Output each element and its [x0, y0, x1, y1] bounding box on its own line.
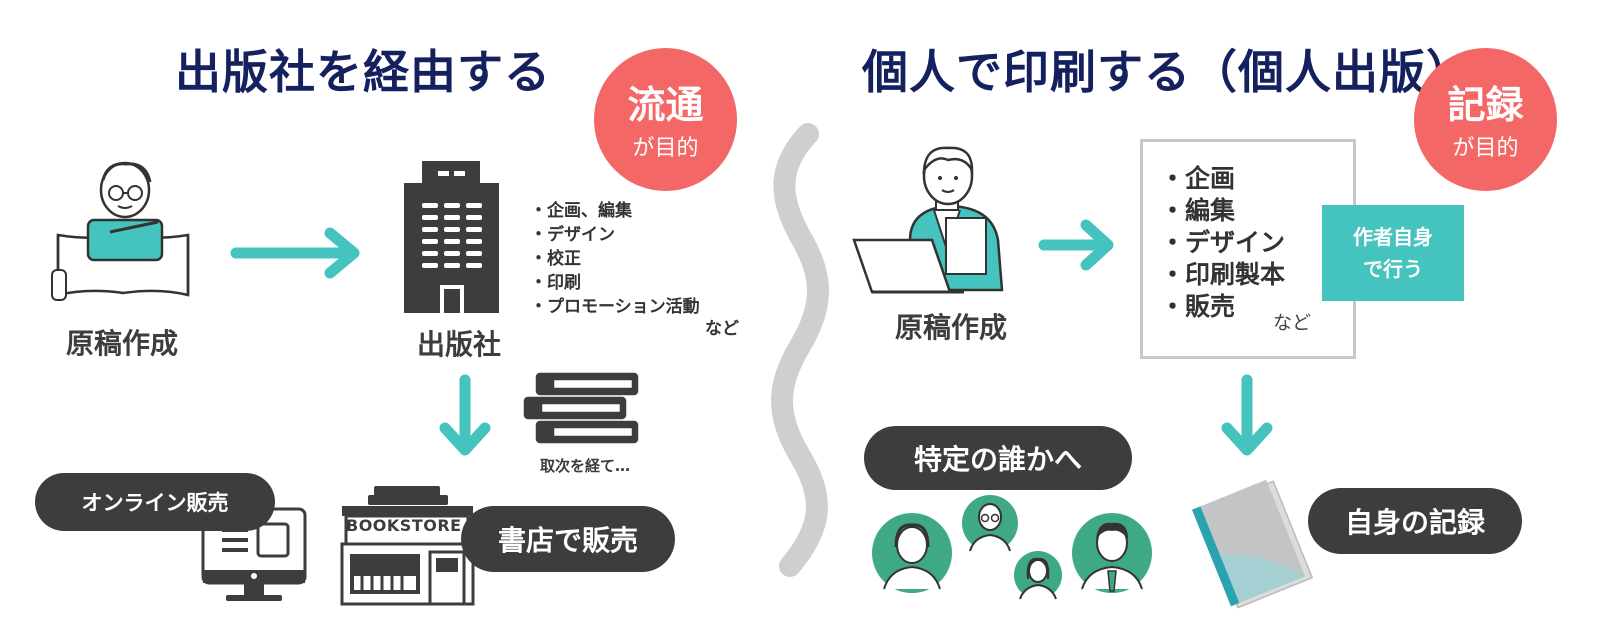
- right-title: 個人で印刷する（個人出版）: [862, 45, 1473, 99]
- author-reading-illustration: [51, 161, 190, 301]
- publisher-building-icon: [404, 161, 499, 313]
- badge-main: 記録: [1447, 83, 1524, 127]
- self-box-line: で行う: [1363, 257, 1423, 281]
- people-group-illustration: [872, 495, 1152, 600]
- distributor-label: 取次を経て…: [540, 457, 631, 475]
- badge-sub: が目的: [1452, 136, 1519, 161]
- tasks-suffix: など: [1273, 312, 1312, 334]
- badge-sub: が目的: [632, 136, 699, 161]
- bookstore-sign: BOOKSTORE: [346, 516, 462, 535]
- bookstore-sales-pill: 書店で販売: [461, 506, 675, 572]
- right-author-label: 原稿作成: [895, 311, 1008, 344]
- publisher-task-list: ・企画、編集 ・デザイン ・校正 ・印刷 ・プロモーション活動: [530, 199, 700, 319]
- self-performed-box: 作者自身 で行う: [1322, 205, 1464, 301]
- record-badge: 記録 が目的: [1414, 48, 1557, 191]
- avatar: [1072, 513, 1152, 593]
- self-task-frame: [1140, 139, 1356, 359]
- task-item: ・編集: [1160, 196, 1236, 225]
- arrow-right-icon: [230, 227, 360, 279]
- task-item: ・販売: [1160, 292, 1236, 321]
- arrow-down-icon: [1221, 374, 1273, 456]
- tasks-suffix: など: [705, 319, 739, 339]
- bookstore-icon: [340, 486, 475, 606]
- left-author-label: 原稿作成: [66, 327, 179, 360]
- arrow-down-icon: [439, 374, 491, 456]
- self-record-pill: 自身の記録: [1308, 488, 1522, 554]
- distribution-badge: 流通 が目的: [594, 48, 737, 191]
- specific-someone-pill: 特定の誰かへ: [864, 426, 1132, 490]
- task-item: ・デザイン: [1160, 228, 1286, 257]
- publisher-label: 出版社: [417, 328, 502, 361]
- online-sales-pill: オンライン販売: [35, 473, 275, 531]
- badge-main: 流通: [627, 83, 704, 127]
- avatar: [1014, 551, 1062, 600]
- self-box-line: 作者自身: [1353, 225, 1433, 249]
- arrow-right-icon: [1038, 219, 1114, 271]
- task-item: ・印刷: [530, 273, 581, 293]
- task-item: ・校正: [530, 249, 581, 269]
- avatar: [872, 513, 952, 593]
- task-item: ・企画: [1160, 164, 1236, 193]
- avatar: [962, 495, 1018, 552]
- task-item: ・企画、編集: [530, 201, 632, 221]
- self-task-list: ・企画 ・編集 ・デザイン ・印刷製本 ・販売: [1160, 163, 1285, 323]
- left-title: 出版社を経由する: [175, 45, 551, 99]
- wavy-divider: [771, 123, 829, 577]
- notebook-icon: [1192, 479, 1314, 609]
- book-stack-icon: [523, 372, 639, 444]
- task-item: ・印刷製本: [1160, 260, 1286, 289]
- task-item: ・プロモーション活動: [530, 297, 700, 317]
- task-item: ・デザイン: [530, 225, 615, 245]
- author-laptop-illustration: [852, 146, 1004, 294]
